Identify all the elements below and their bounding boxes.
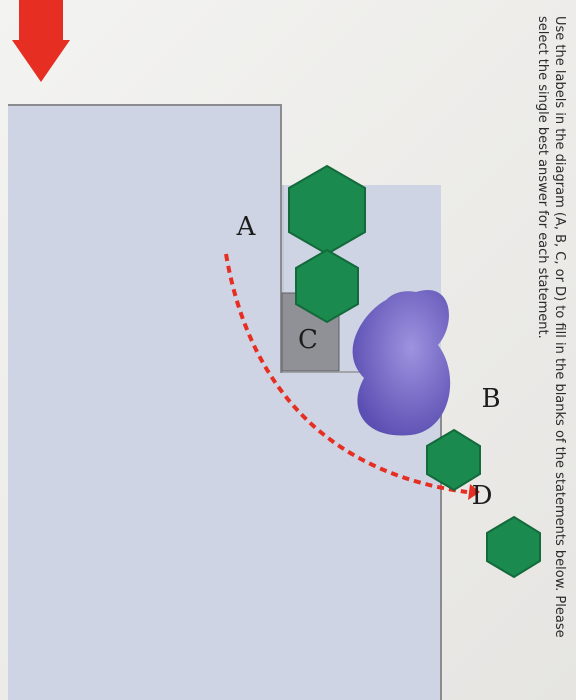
red-direction-arrow [12,0,70,82]
label-a: A [236,212,257,242]
label-a-molecule [288,164,366,324]
label-c: C [298,325,318,355]
label-b: B [481,384,500,414]
cell-outline [8,104,282,185]
label-d: D [472,481,493,511]
label-d-products [426,428,541,579]
transport-path-dashed [224,253,468,494]
transport-arrowhead [468,484,480,500]
label-b-enzyme [352,290,451,436]
